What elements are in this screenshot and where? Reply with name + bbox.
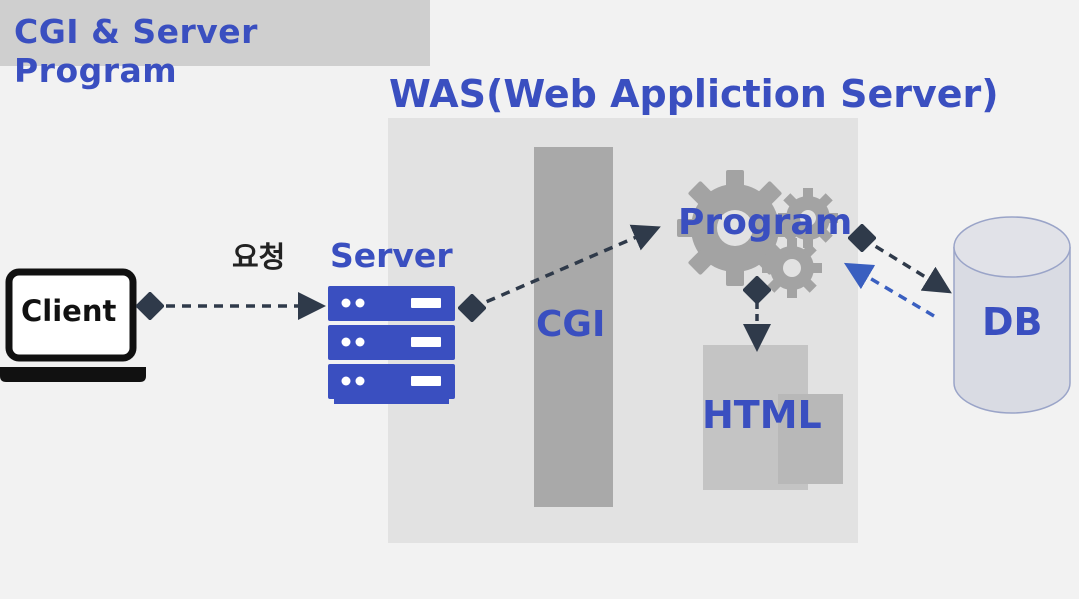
server-rack-icon bbox=[328, 286, 455, 404]
gears-icon bbox=[677, 170, 838, 298]
cgi-label: CGI bbox=[536, 304, 606, 345]
db-label: DB bbox=[982, 300, 1043, 344]
page-title: CGI & Server Program bbox=[14, 12, 258, 90]
was-label: WAS(Web Appliction Server) bbox=[389, 72, 999, 116]
title-banner: CGI & Server Program bbox=[0, 0, 430, 90]
database-cylinder-icon bbox=[953, 216, 1071, 414]
server-program-arrow bbox=[472, 232, 648, 308]
program-label: Program bbox=[678, 202, 853, 243]
html-page-front bbox=[778, 394, 843, 484]
laptop-icon bbox=[0, 268, 146, 382]
cgi-bar bbox=[534, 147, 613, 507]
html-label: HTML bbox=[702, 393, 822, 437]
request-label: 요청 bbox=[232, 240, 286, 274]
server-label: Server bbox=[330, 236, 453, 275]
client-label: Client bbox=[21, 294, 117, 328]
